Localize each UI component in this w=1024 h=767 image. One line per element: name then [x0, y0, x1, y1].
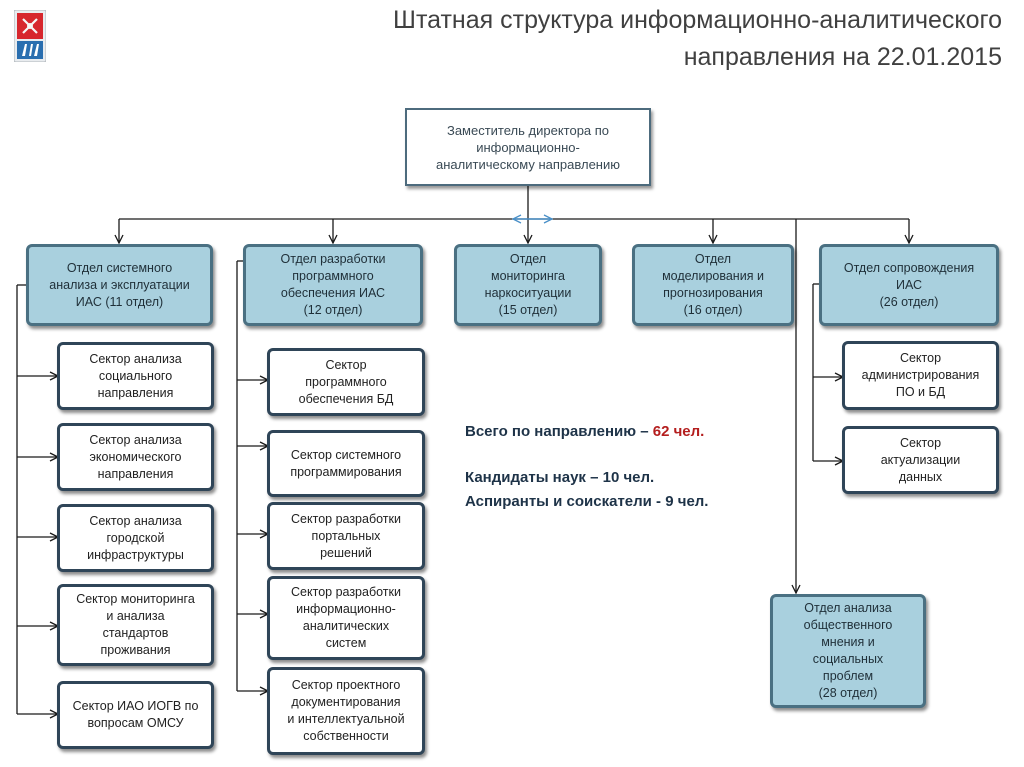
sector-d11-4: Сектор мониторинга и анализа стандартов … — [57, 584, 214, 666]
aspirants-line: Аспиранты и соискатели - 9 чел. — [465, 493, 709, 510]
total-label: Всего по направлению – — [465, 423, 653, 440]
department-28-label: Отдел анализа общественного мнения и соц… — [803, 601, 893, 700]
sector-label: Сектор ИАО ИОГВ по вопросам ОМСУ — [72, 699, 199, 730]
total-line: Всего по направлению – 62 чел. — [465, 420, 785, 444]
sector-label: Сектор разработки портальных решений — [291, 511, 401, 560]
sector-label: Сектор анализа городской инфраструктуры — [87, 513, 184, 562]
department-12: Отдел разработки программного обеспечени… — [243, 244, 423, 326]
department-12-label: Отдел разработки программного обеспечени… — [280, 252, 386, 317]
department-11: Отдел системного анализа и эксплуатации … — [26, 244, 213, 326]
department-15: Отдел мониторинга наркоситуации (15 отде… — [454, 244, 602, 326]
total-value: 62 чел. — [652, 423, 705, 440]
sector-label: Сектор анализа социального направления — [89, 351, 182, 400]
department-26-label: Отдел сопровождения ИАС (26 отдел) — [843, 260, 975, 309]
sector-label: Сектор проектного документирования и инт… — [287, 678, 405, 743]
sector-d26-2: Сектор актуализации данных — [842, 426, 999, 494]
title-line-1: Штатная структура информационно-аналитич… — [393, 6, 1002, 34]
sector-label: Сектор администрирования ПО и БД — [861, 351, 980, 399]
department-26: Отдел сопровождения ИАС (26 отдел) — [819, 244, 999, 326]
sector-d12-4: Сектор разработки информационно- аналити… — [267, 576, 425, 660]
department-15-label: Отдел мониторинга наркоситуации (15 отде… — [484, 252, 572, 317]
sector-label: Сектор программного обеспечения БД — [298, 357, 394, 406]
spb-crest-icon — [14, 10, 46, 62]
sector-label: Сектор системного программирования — [290, 447, 402, 479]
sector-d26-1: Сектор администрирования ПО и БД — [842, 341, 999, 410]
department-16: Отдел моделирования и прогнозирования (1… — [632, 244, 794, 326]
head-box: Заместитель директора по информационно- … — [405, 108, 651, 186]
sector-label: Сектор актуализации данных — [880, 435, 961, 484]
sector-label: Сектор разработки информационно- аналити… — [291, 585, 401, 650]
sector-label: Сектор анализа экономического направлени… — [89, 432, 182, 481]
candidates-line: Кандидаты наук – 10 чел. — [465, 469, 655, 486]
department-11-label: Отдел системного анализа и эксплуатации … — [49, 260, 190, 309]
head-label: Заместитель директора по информационно- … — [436, 122, 620, 172]
staff-summary: Всего по направлению – 62 чел. Кандидаты… — [465, 420, 785, 514]
page-title: Штатная структура информационно-аналитич… — [242, 2, 1002, 76]
department-16-label: Отдел моделирования и прогнозирования (1… — [662, 252, 764, 317]
sector-d11-1: Сектор анализа социального направления — [57, 342, 214, 410]
sector-d11-3: Сектор анализа городской инфраструктуры — [57, 504, 214, 572]
sector-d12-3: Сектор разработки портальных решений — [267, 502, 425, 570]
sector-d12-2: Сектор системного программирования — [267, 430, 425, 497]
sector-d11-2: Сектор анализа экономического направлени… — [57, 423, 214, 491]
title-line-2: направления на 22.01.2015 — [683, 43, 1002, 71]
sector-d12-1: Сектор программного обеспечения БД — [267, 348, 425, 416]
sector-label: Сектор мониторинга и анализа стандартов … — [76, 592, 195, 657]
sector-d12-5: Сектор проектного документирования и инт… — [267, 667, 425, 755]
department-28: Отдел анализа общественного мнения и соц… — [770, 594, 926, 708]
sector-d11-5: Сектор ИАО ИОГВ по вопросам ОМСУ — [57, 681, 214, 749]
